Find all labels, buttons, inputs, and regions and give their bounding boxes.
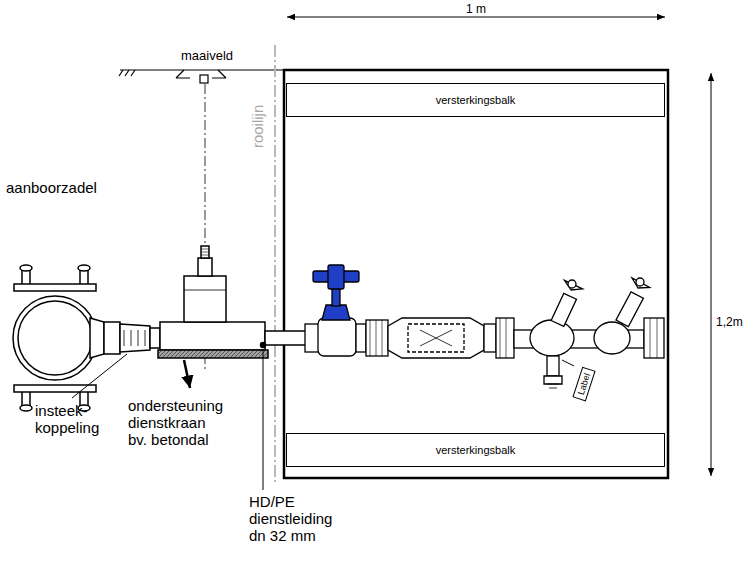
leader-line [263, 350, 264, 490]
node-text: versterkingsbalk [436, 94, 515, 106]
plug-in-coupling [104, 322, 160, 354]
building-line [274, 45, 276, 482]
concrete-slab [158, 350, 268, 358]
node-text: versterkingsbalk [436, 444, 515, 456]
callout-label: rooilijn [251, 104, 268, 147]
callout-label: HD/PE dienstleiding dn 32 mm [249, 494, 341, 544]
callout-label: maaiveld [181, 49, 233, 64]
reinforcement-beam: versterkingsbalk [286, 433, 665, 467]
callout-label: insteek- koppeling [35, 403, 115, 437]
callout-label: aanboorzadel [6, 180, 97, 197]
width-dimension [287, 17, 665, 18]
water-meter [366, 318, 496, 358]
ground-level [119, 70, 283, 83]
meter-pit [284, 70, 668, 478]
leader-line [72, 354, 127, 398]
service-valve [158, 246, 268, 358]
leader-arrow [184, 360, 190, 388]
callout-label: ondersteuning dienstkraan bv. betondal [128, 398, 227, 448]
height-dimension [711, 73, 712, 476]
stop-valve [305, 265, 366, 356]
service-pipe [261, 331, 308, 348]
callout-label: 1,2m [716, 316, 743, 329]
callout-label: 1 m [466, 3, 486, 16]
tapping-saddle [13, 265, 104, 411]
reinforcement-beam: versterkingsbalk [286, 83, 665, 117]
